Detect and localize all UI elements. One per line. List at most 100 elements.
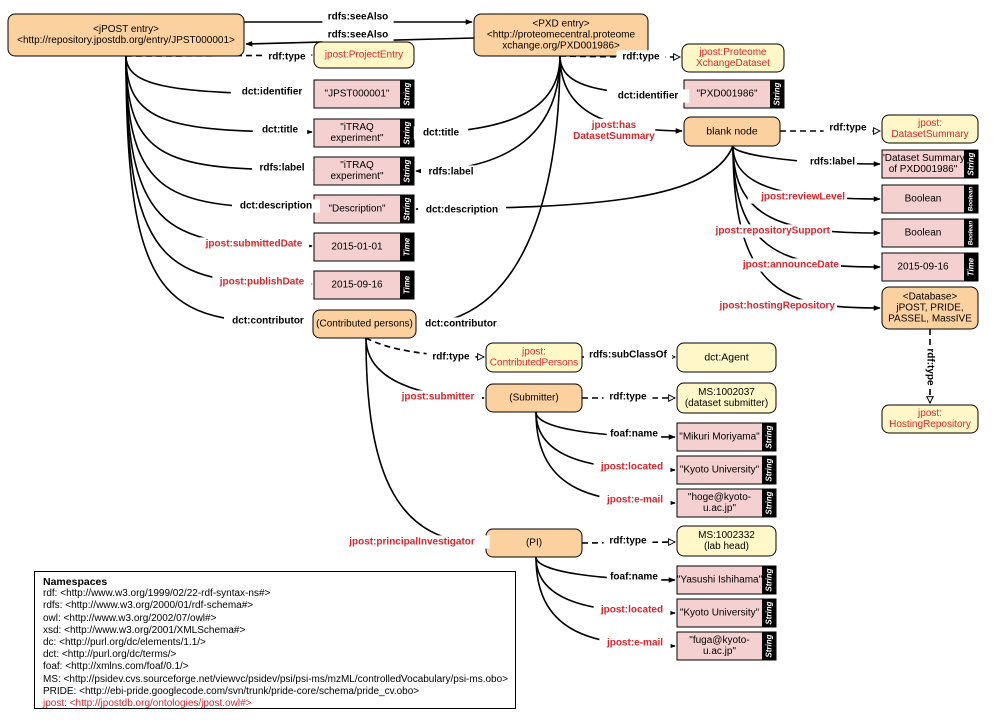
edge-label-text-blank-label: rdfs:label — [810, 157, 855, 168]
literal-description-box — [313, 194, 415, 224]
edge-pxd-label — [415, 55, 561, 174]
node-database-box — [881, 286, 979, 330]
node-blank-node-text: blank node — [706, 126, 758, 138]
namespaces-box: Namespaces rdf: <http://www.w3.org/1999/… — [34, 571, 516, 709]
literal-pxd-identifier-datatype: String — [773, 82, 782, 105]
literal-submitter-email-text: u.ac.jp" — [703, 503, 736, 514]
edge-label-text-see-also-1: rdfs:seeAlso — [328, 12, 389, 23]
literal-submitter-email-type-tab — [762, 489, 776, 517]
edge-label-bg — [252, 161, 312, 175]
literal-description-datatype: String — [403, 197, 412, 220]
node-pxd-entry-text: xchange.org/PXD001986> — [502, 41, 620, 52]
node-dataset-summary: jpost:DatasetSummary — [881, 114, 979, 144]
literal-pi-located-text: "Kyoto University" — [680, 608, 760, 619]
edge-label-pxd-title: dct:title — [413, 126, 469, 140]
edge-label-bg — [322, 28, 394, 42]
node-contributed-persons-class-text: jpost: — [521, 346, 546, 357]
node-database: <Database>jPOST, PRIDE,PASSEL, MassIVE — [881, 286, 979, 330]
node-dataset-summary-text: jpost: — [917, 118, 942, 129]
edge-label-bg — [572, 118, 656, 144]
literal-repository-support-type-tab — [964, 219, 978, 247]
literal-pi-name-datatype: String — [765, 568, 774, 591]
literal-label-text: experiment" — [330, 171, 383, 182]
edge-pxd-summary — [559, 55, 683, 134]
edge-label-text-pi-type: rdf:type — [609, 536, 647, 547]
node-pxd-entry-text: <http://proteomecentral.proteome — [487, 30, 636, 41]
literal-pi-located-box — [676, 598, 777, 628]
edge-label-subclass-of: rdfs:subClassOf — [584, 348, 672, 362]
edge-label-entry-submitted: jpost:submittedDate — [198, 237, 310, 251]
node-contributed-persons-class-text: ContributedPersons — [490, 358, 578, 369]
node-jpost-entry-text: <jPOST entry> — [93, 24, 159, 35]
edge-label-text-pxd-identifier: dct:identifier — [618, 91, 679, 102]
edge-label-db-type: rdf:type — [923, 347, 937, 387]
edge-label-text-persons-type: rdf:type — [432, 352, 470, 363]
edge-label-entry-description: dct:description — [232, 199, 320, 213]
node-blank-node-box — [683, 116, 781, 147]
literal-submitter-name: "Mikuri Moriyama"String — [676, 422, 777, 452]
edge-label-bg — [606, 427, 662, 441]
literal-pi-email-datatype: String — [765, 634, 774, 657]
edge-entry-submitted — [125, 55, 313, 249]
edge-label-see-also-1: rdfs:seeAlso — [322, 10, 394, 24]
namespace-rdf: rdf: <http://www.w3.org/1999/02/22-rdf-s… — [43, 588, 271, 600]
edge-blank-support — [732, 145, 881, 236]
edge-label-bg — [923, 347, 937, 387]
edge-label-bg — [699, 224, 832, 238]
namespace-dc: dc: <http://purl.org/dc/elements/1.1/> — [43, 637, 206, 649]
edge-label-entry-type: rdf:type — [262, 50, 312, 64]
literal-submitted-date-text: 2015-01-01 — [331, 242, 383, 253]
node-dataset-summary-text: DatasetSummary — [891, 129, 968, 140]
edge-label-entry-identifier: dct:identifier — [230, 85, 314, 99]
edge-label-blank-hosting: jpost:hostingRepository — [704, 299, 837, 313]
edge-label-bg — [823, 121, 873, 135]
edge-label-text-pxd-type: rdf:type — [622, 52, 660, 63]
literal-summary-label-type-tab — [964, 150, 978, 178]
edge-label-text-entry-title: dct:title — [262, 125, 299, 136]
literal-publish-date-box — [313, 270, 415, 300]
edge-submitter-email — [535, 411, 676, 506]
edge-pxd-title — [415, 55, 561, 136]
literal-label-datatype: String — [403, 159, 412, 182]
node-contributed-persons-class-box — [485, 342, 583, 373]
namespace-xsd: xsd: <http://www.w3.org/2001/XMLSchema#> — [43, 624, 246, 636]
edge-label-blank-review: jpost:reviewLevel — [747, 190, 847, 204]
edge-label-bg — [599, 636, 671, 650]
edge-label-entry-publish: jpost:publishDate — [212, 275, 312, 289]
node-contributed-persons-text: (Contributed persons) — [316, 319, 413, 330]
edge-label-bg — [413, 126, 469, 140]
edge-label-text-submitter-name: foaf:name — [610, 429, 658, 440]
edge-label-bg — [584, 348, 672, 362]
node-layer: <jPOST entry><http://repository.jpostdb.… — [7, 13, 979, 661]
node-ms-labhead-box — [676, 525, 777, 557]
edge-label-text-blank-announce: jpost:announceDate — [742, 260, 840, 271]
edge-label-entry-label: rdfs:label — [252, 161, 312, 175]
edge-label-text-pi-located: jpost:located — [600, 605, 663, 616]
literal-pi-name-text: "Yasushi Ishihama" — [677, 575, 763, 586]
node-pxd-entry: <PXD entry><http://proteomecentral.prote… — [473, 13, 649, 57]
node-pi: (PI) — [485, 528, 583, 558]
edge-pi-type — [581, 542, 675, 543]
edge-label-pxd-identifier: dct:identifier — [606, 89, 690, 103]
edge-label-bg — [198, 237, 310, 251]
literal-identifier-datatype: String — [403, 82, 412, 105]
literal-pi-email-box — [676, 631, 777, 661]
node-ms-labhead-text: MS:1002332 — [698, 530, 755, 541]
edge-label-pi-email: jpost:e-mail — [599, 636, 671, 650]
node-pxd-entry-text: <PXD entry> — [532, 18, 589, 29]
edge-label-blank-announce: jpost:announceDate — [736, 258, 841, 272]
literal-announce-date-type-tab — [964, 253, 978, 281]
edge-label-text-see-also-2: rdfs:seeAlso — [328, 30, 389, 41]
node-contributed-persons: (Contributed persons) — [312, 309, 417, 339]
edge-blank-review — [732, 145, 881, 202]
edge-label-submitter-name: foaf:name — [606, 427, 662, 441]
edge-label-bg — [593, 603, 671, 617]
literal-submitted-date-type-tab — [400, 233, 414, 261]
node-database-text: jPOST, PRIDE, — [895, 303, 963, 314]
literal-identifier: "JPST000001"String — [313, 79, 415, 109]
namespace-rdfs: rdfs: <http://www.w3.org/2000/01/rdf-sch… — [43, 600, 254, 612]
